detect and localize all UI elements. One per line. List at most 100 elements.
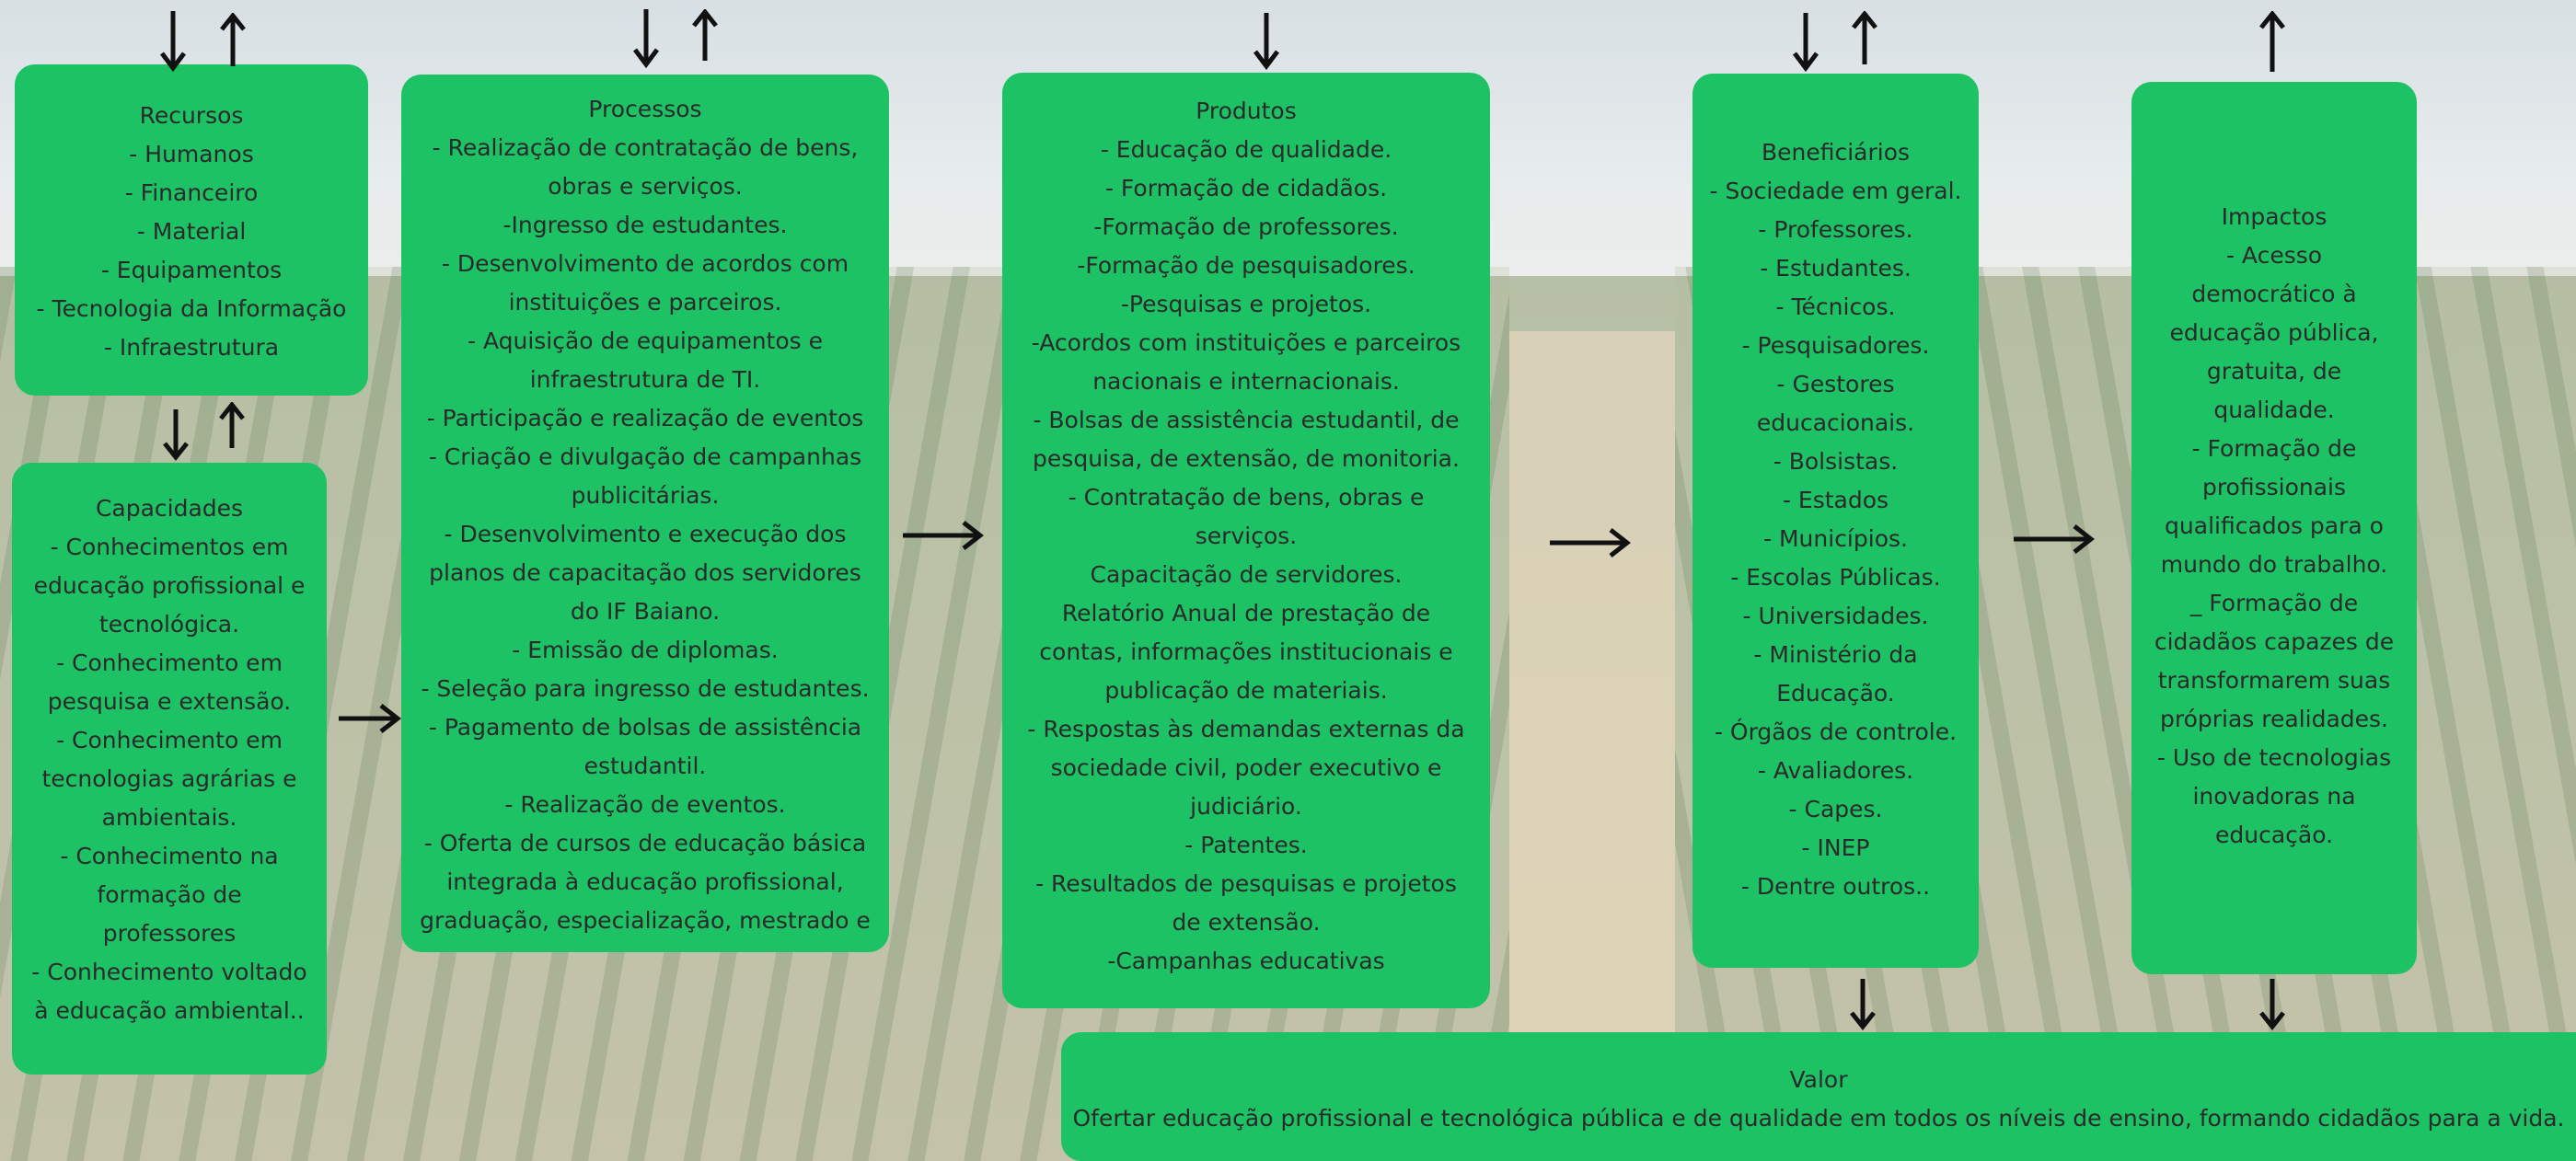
up-arrow-icon — [1851, 11, 1878, 66]
processos-line: - Criação e divulgação de campanhas — [428, 443, 862, 470]
processos-line: publicitárias. — [571, 482, 720, 509]
beneficiarios-line: - Estados — [1782, 487, 1889, 513]
processos-line: infraestrutura de TI. — [529, 366, 761, 393]
recursos-line: - Tecnologia da Informação — [36, 295, 347, 322]
processos-line: - Seleção para ingresso de estudantes. — [421, 675, 870, 702]
capacidades-line: educação profissional e — [33, 572, 306, 599]
processos-line: - Emissão de diplomas. — [512, 637, 779, 663]
valor-line: Ofertar educação profissional e tecnológ… — [1072, 1105, 2565, 1132]
processos-line: do IF Baiano. — [570, 598, 721, 625]
impactos-line: - Acesso — [2225, 242, 2323, 269]
down-arrow-icon — [2258, 977, 2286, 1030]
beneficiarios-line: educacionais. — [1756, 409, 1915, 436]
processos-line: - Participação e realização de eventos — [426, 405, 864, 431]
produtos-line: pesquisa, de extensão, de monitoria. — [1033, 445, 1460, 472]
produtos-line: judiciário. — [1190, 793, 1302, 820]
processos-line: - Oferta de cursos de educação básica — [423, 830, 867, 856]
recursos-line: - Infraestrutura — [103, 334, 280, 361]
produtos-line: Relatório Anual de prestação de — [1061, 600, 1431, 626]
beneficiarios-line: - Pesquisadores. — [1741, 332, 1930, 359]
produtos-line: de extensão. — [1172, 909, 1321, 936]
up-arrow-icon — [691, 9, 719, 63]
beneficiarios-line: - Ministério da — [1753, 641, 1918, 668]
capacidades-line: pesquisa e extensão. — [47, 688, 292, 715]
capacidades-line: - Conhecimento na — [60, 843, 279, 869]
down-arrow-icon — [1849, 977, 1877, 1030]
processos-line: - Desenvolvimento de acordos com — [441, 250, 849, 277]
processos-box: Processos - Realização de contratação de … — [401, 75, 889, 952]
capacidades-line: - Conhecimento em — [56, 727, 283, 753]
down-arrow-icon — [162, 408, 190, 461]
impactos-line: cidadãos capazes de — [2154, 628, 2395, 655]
recursos-line: - Humanos — [129, 141, 254, 167]
processos-line: - Realização de contratação de bens, — [432, 134, 859, 161]
produtos-line: publicação de materiais. — [1104, 677, 1388, 704]
impactos-line: transformarem suas — [2157, 667, 2391, 694]
produtos-line: - Contratação de bens, obras e — [1068, 484, 1425, 511]
processos-line: - Realização de eventos. — [504, 791, 786, 818]
produtos-line: - Educação de qualidade. — [1100, 136, 1392, 163]
impactos-line: - Formação de — [2191, 435, 2357, 462]
down-arrow-icon — [1792, 11, 1819, 72]
beneficiarios-line: - Sociedade em geral. — [1709, 178, 1962, 204]
impactos-line: _ Formação de — [2189, 590, 2359, 616]
beneficiarios-line: - Gestores — [1776, 371, 1895, 397]
processos-title: Processos — [588, 96, 702, 122]
down-arrow-icon — [159, 9, 187, 72]
right-arrow-icon — [901, 519, 984, 552]
produtos-title: Produtos — [1196, 98, 1297, 124]
impactos-line: democrático à — [2191, 281, 2357, 307]
produtos-line: -Acordos com instituições e parceiros — [1031, 329, 1461, 356]
impactos-line: qualificados para o — [2165, 512, 2384, 539]
impactos-line: - Uso de tecnologias — [2156, 744, 2392, 771]
beneficiarios-line: - Professores. — [1758, 216, 1913, 243]
recursos-title: Recursos — [139, 102, 244, 129]
produtos-box: Produtos- Educação de qualidade.- Formaç… — [1002, 73, 1490, 1008]
produtos-line: Capacitação de servidores. — [1090, 561, 1403, 588]
produtos-line: -Formação de pesquisadores. — [1077, 252, 1415, 279]
processos-line: integrada à educação profissional, — [446, 868, 844, 895]
capacidades-line: tecnologias agrárias e — [41, 765, 297, 792]
produtos-line: serviços. — [1195, 523, 1298, 549]
processos-line: planos de capacitação dos servidores — [429, 559, 861, 586]
beneficiarios-line: - Dentre outros.. — [1740, 873, 1931, 900]
capacidades-title: Capacidades — [95, 495, 244, 522]
capacidades-line: - Conhecimentos em — [50, 534, 289, 560]
processos-line: - Aquisição de equipamentos e — [467, 328, 824, 354]
produtos-line: -Campanhas educativas — [1107, 948, 1385, 974]
beneficiarios-box: Beneficiários - Sociedade em geral. - Prof… — [1692, 74, 1979, 968]
down-arrow-icon — [1253, 11, 1280, 70]
beneficiarios-line: - Municípios. — [1763, 525, 1908, 552]
processos-line: - Desenvolvimento e execução dos — [444, 521, 847, 547]
impactos-line: profissionais — [2201, 474, 2347, 500]
produtos-line: contas, informações institucionais e — [1039, 638, 1453, 665]
processos-line: graduação, especialização, mestrado e — [420, 907, 871, 934]
right-arrow-icon — [1548, 526, 1631, 559]
recursos-box: Recursos - Humanos - Financeiro - Material -… — [15, 64, 368, 396]
capacidades-line: professores — [102, 920, 237, 947]
up-arrow-icon — [218, 402, 246, 450]
beneficiarios-title: Beneficiários — [1761, 139, 1911, 166]
recursos-line: - Financeiro — [124, 179, 259, 206]
capacidades-line: - Conhecimento em — [56, 649, 283, 676]
impactos-line: inovadoras na — [2192, 783, 2356, 810]
down-arrow-icon — [632, 7, 660, 68]
produtos-line: - Bolsas de assistência estudantil, de — [1033, 407, 1460, 433]
capacidades-line: - Conhecimento voltado — [31, 959, 307, 985]
processos-line: - Pagamento de bolsas de assistência — [428, 714, 862, 741]
capacidades-line: ambientais. — [101, 804, 237, 831]
beneficiarios-line: - Avaliadores. — [1757, 757, 1914, 784]
recursos-line: - Material — [136, 218, 247, 245]
processos-line: obras e serviços. — [548, 173, 743, 200]
processos-line: estudantil. — [583, 753, 707, 779]
right-arrow-icon — [337, 702, 401, 735]
impactos-line: mundo do trabalho. — [2160, 551, 2388, 578]
beneficiarios-line: - Escolas Públicas. — [1730, 564, 1941, 591]
impactos-line: qualidade. — [2213, 397, 2335, 423]
produtos-line: - Respostas às demandas externas da — [1027, 716, 1465, 742]
right-arrow-icon — [2012, 523, 2095, 556]
dirt-path — [1509, 331, 1675, 1161]
beneficiarios-line: - Bolsistas. — [1773, 448, 1899, 475]
